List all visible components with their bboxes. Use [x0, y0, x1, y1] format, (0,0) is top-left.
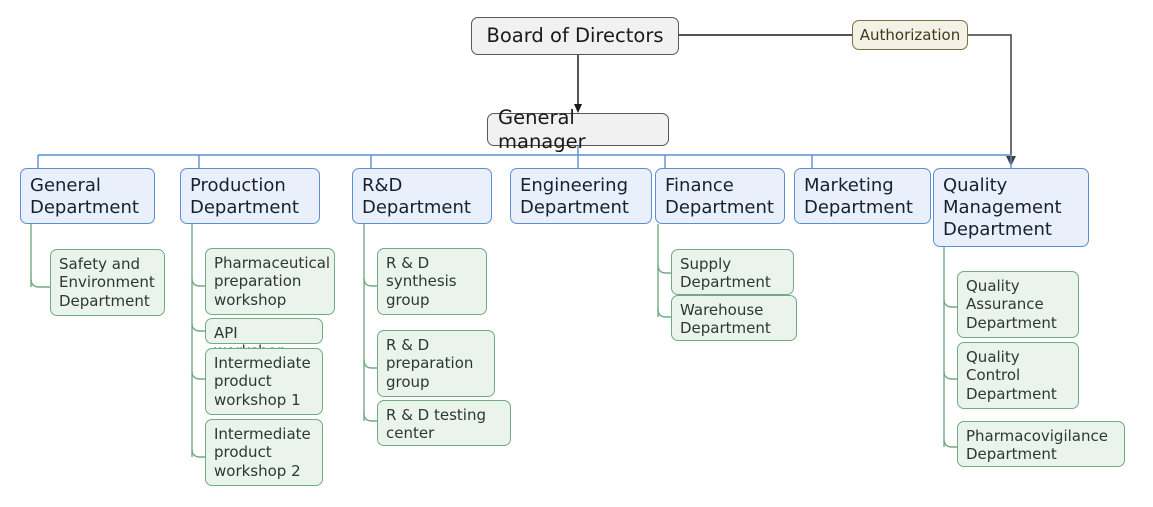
node-sub-api-workshop[interactable]: API workshop — [205, 318, 323, 360]
node-sub-safety-and-environment[interactable]: Safety and Environment Department — [50, 249, 165, 316]
connector-elbow-production-3 — [191, 370, 205, 380]
node-sub-rnd-synthesis-group[interactable]: R & D synthesis group — [377, 248, 487, 315]
node-department-general[interactable]: General Department — [20, 168, 155, 224]
node-general-manager[interactable]: General manager — [487, 106, 669, 153]
node-department-production[interactable]: Production Department — [180, 168, 320, 224]
connector-elbow-finance-2 — [657, 308, 671, 318]
node-department-quality-management[interactable]: Quality Management Department — [933, 168, 1089, 247]
connector-elbow-production-4 — [191, 448, 205, 458]
connector-elbow-rnd-1 — [363, 277, 377, 287]
connector-elbow-rnd-3 — [363, 412, 377, 422]
node-sub-intermediate-product-workshop-2[interactable]: Intermediate product workshop 2 — [205, 419, 323, 486]
connector-authorization-to-quality — [968, 34, 1012, 160]
node-sub-intermediate-product-workshop-1[interactable]: Intermediate product workshop 1 — [205, 348, 323, 415]
node-sub-warehouse-department[interactable]: Warehouse Department — [671, 295, 797, 341]
node-sub-quality-control-department[interactable]: Quality Control Department — [957, 342, 1079, 409]
node-department-rnd[interactable]: R&D Department — [352, 168, 492, 224]
connector-elbow-quality-2 — [943, 370, 957, 380]
connector-elbow-finance-1 — [657, 264, 671, 274]
node-authorization[interactable]: Authorization — [852, 20, 968, 50]
node-sub-rnd-testing-center[interactable]: R & D testing center — [377, 400, 511, 446]
node-sub-supply-department[interactable]: Supply Department — [671, 249, 794, 295]
connector-elbow-quality-3 — [943, 438, 957, 448]
connector-elbow-quality-1 — [943, 298, 957, 308]
node-sub-rnd-preparation-group[interactable]: R & D preparation group — [377, 330, 495, 397]
connector-elbow-general-1 — [30, 278, 50, 288]
node-sub-pharmaceutical-preparation-workshop[interactable]: Pharmaceutical preparation workshop — [205, 248, 335, 315]
node-department-finance[interactable]: Finance Department — [655, 168, 785, 224]
connector-elbow-rnd-2 — [363, 359, 377, 369]
node-department-marketing[interactable]: Marketing Department — [794, 168, 931, 224]
arrowhead-quality — [1006, 156, 1016, 166]
node-board-of-directors[interactable]: Board of Directors — [471, 17, 679, 55]
connector-elbow-production-2 — [191, 322, 205, 332]
node-sub-quality-assurance-department[interactable]: Quality Assurance Department — [957, 271, 1079, 338]
node-sub-pharmacovigilance-department[interactable]: Pharmacovigilance Department — [957, 421, 1125, 467]
node-department-engineering[interactable]: Engineering Department — [510, 168, 652, 224]
connector-elbow-production-1 — [191, 277, 205, 287]
